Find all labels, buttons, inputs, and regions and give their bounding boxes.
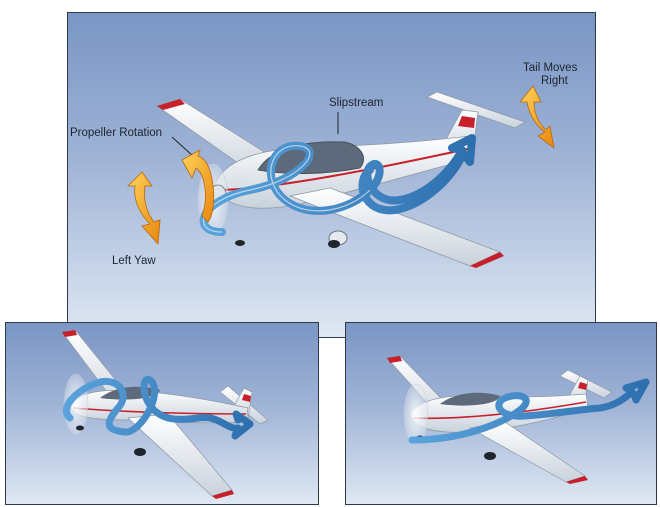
- slipstream-arrow-left: [62, 375, 254, 440]
- slipstream-arrow-right: [408, 378, 650, 444]
- horizontal-stabilizer: [425, 91, 526, 129]
- main-airplane: [156, 91, 526, 268]
- upper-wingtip-red: [157, 99, 185, 110]
- left-yaw-icon: [127, 171, 161, 245]
- slipstream-label: Slipstream: [329, 97, 384, 109]
- tail-moves-label: Tail Moves: [523, 62, 578, 74]
- tail-right-label: Right: [541, 75, 568, 87]
- left-yaw-label: Left Yaw: [112, 255, 156, 267]
- propeller-rotation-label: Propeller Rotation: [70, 127, 163, 139]
- right-airplane: [386, 355, 650, 484]
- tail-moves-right-icon: [519, 85, 555, 149]
- left-airplane: [61, 329, 269, 499]
- propeller-rotation-arrow: [181, 149, 215, 223]
